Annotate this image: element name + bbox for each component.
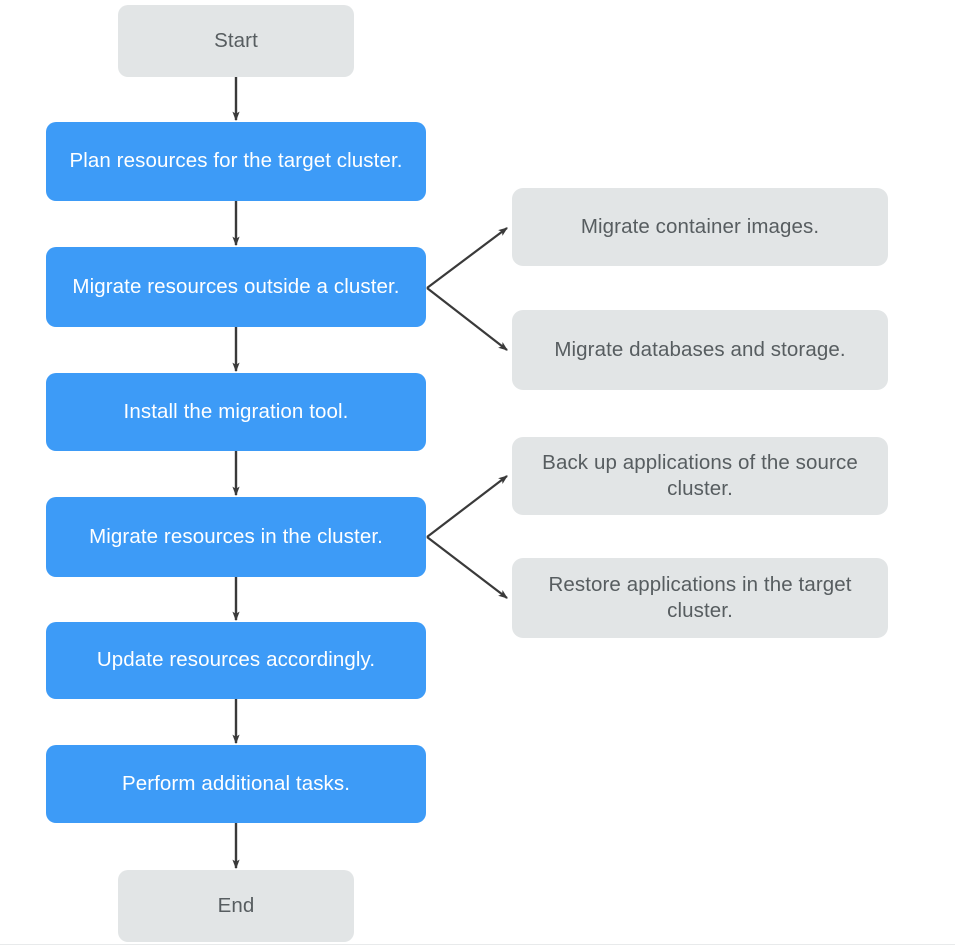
edge-outside-to-images — [426, 227, 508, 289]
footer-divider — [0, 944, 955, 945]
node-backup-source-applications[interactable]: Back up applications of the source clust… — [512, 437, 888, 515]
edge-inside-to-restore — [426, 536, 508, 599]
node-restore-target-applications-label: Restore applications in the target clust… — [548, 572, 852, 622]
node-restore-target-applications[interactable]: Restore applications in the target clust… — [512, 558, 888, 638]
node-perform-additional-tasks-label: Perform additional tasks. — [121, 771, 351, 795]
branch-connectors-outside — [426, 227, 508, 351]
node-start-label: Start — [214, 28, 258, 52]
node-install-migration-tool[interactable]: Install the migration tool. — [46, 373, 426, 451]
node-end-label: End — [217, 893, 255, 917]
node-backup-source-applications-label: Back up applications of the source clust… — [542, 450, 858, 500]
edge-outside-to-databases — [426, 287, 508, 351]
node-update-resources-label: Update resources accordingly. — [96, 648, 376, 672]
edge-inside-to-backup — [426, 475, 508, 538]
node-migrate-resources-outside-label: Migrate resources outside a cluster. — [72, 274, 400, 298]
node-migrate-resources-outside[interactable]: Migrate resources outside a cluster. — [46, 247, 426, 327]
node-perform-additional-tasks[interactable]: Perform additional tasks. — [46, 745, 426, 823]
node-migrate-databases-storage-label: Migrate databases and storage. — [554, 337, 846, 361]
node-plan-resources[interactable]: Plan resources for the target cluster. — [46, 122, 426, 201]
node-start[interactable]: Start — [118, 5, 354, 77]
node-migrate-container-images-label: Migrate container images. — [580, 214, 820, 238]
node-migrate-resources-inside[interactable]: Migrate resources in the cluster. — [46, 497, 426, 577]
node-install-migration-tool-label: Install the migration tool. — [123, 399, 349, 423]
node-migrate-databases-storage[interactable]: Migrate databases and storage. — [512, 310, 888, 390]
node-migrate-resources-inside-label: Migrate resources in the cluster. — [89, 524, 383, 548]
node-plan-resources-label: Plan resources for the target cluster. — [69, 149, 403, 173]
node-update-resources[interactable]: Update resources accordingly. — [46, 622, 426, 699]
branch-connectors-inside — [426, 475, 508, 599]
node-end[interactable]: End — [118, 870, 354, 942]
node-migrate-container-images[interactable]: Migrate container images. — [512, 188, 888, 266]
